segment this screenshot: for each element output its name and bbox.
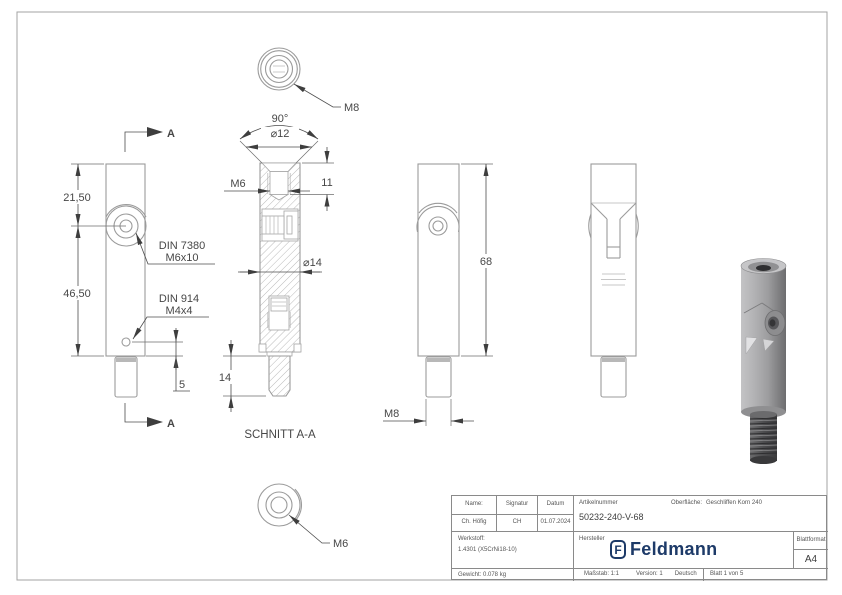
din-914-size: M4x4 (166, 305, 193, 317)
section-title: SCHNITT A-A (244, 429, 316, 441)
article-label: Artikelnummer (579, 500, 618, 506)
section-view-dimensions: 90° ⌀12 M6 11 ⌀14 14 SCHNITT A-A (212, 112, 341, 441)
article-cell: Artikelnummer 50232-240-V-68 Oberfläche:… (574, 496, 828, 532)
rear-view-dimensions: 68 M8 (383, 163, 498, 426)
scale-value: Maßstab: 1:1 (584, 571, 620, 578)
m6-leader (288, 514, 330, 544)
dim-11: 11 (321, 177, 332, 189)
date-label: Datum (538, 496, 574, 515)
dim-5: 5 (179, 379, 185, 391)
m8-leader (293, 83, 341, 108)
material-cell: Werkstoff: 1.4301 (X5CrNi18-10) (452, 532, 574, 569)
manufacturer-cell: Hersteller F Feldmann (574, 532, 794, 569)
feldmann-logo-text: Feldmann (630, 539, 718, 559)
section-label-top: A (167, 128, 175, 140)
joint-notch (762, 338, 775, 352)
title-block: Name: Signatur Datum Ch. Höfig CH 01.07.… (451, 495, 828, 581)
bottom-view: M6 (257, 483, 348, 550)
sheet-format-label: Blattformat (794, 532, 828, 550)
section-label-bottom: A (167, 418, 175, 430)
surface-value: Geschliffen Korn 240 (706, 500, 762, 506)
sheet-format-cell: Blattformat A4 (794, 532, 828, 569)
front-view (105, 163, 147, 398)
signature-label: Signatur (497, 496, 538, 515)
front-view-dimensions: 21,50 46,50 5 DIN 7380 M6x10 DIN 914 M4x… (56, 127, 215, 430)
dim-m6-thread: M6 (230, 178, 245, 190)
section-arrow-bottom (147, 417, 163, 427)
name-value: Ch. Höfig (452, 515, 497, 532)
dim-21-50: 21,50 (63, 192, 91, 204)
name-label: Name: (452, 496, 497, 515)
sheet-border (16, 11, 828, 581)
language-value: Deutsch (674, 571, 697, 578)
article-number: 50232-240-V-68 (579, 512, 644, 522)
render-3d (740, 258, 787, 464)
sheet-format-value: A4 (804, 553, 818, 565)
rear-view (416, 163, 460, 398)
din-7380-label: DIN 7380 (159, 240, 205, 252)
dim-dia12: ⌀12 (271, 128, 290, 140)
sheet-number-cell: Blatt 1 von 5 (704, 569, 828, 581)
material-value: 1.4301 (X5CrNi18-10) (458, 547, 517, 554)
joint-notch (745, 336, 758, 355)
signature-value: CH (497, 515, 538, 532)
feldmann-logo-mark: F (610, 540, 626, 560)
sheet-number: Blatt 1 von 5 (710, 571, 744, 578)
din-7380-size: M6x10 (165, 252, 198, 264)
section-arrow-top (147, 127, 163, 137)
dim-90deg: 90° (272, 113, 289, 125)
top-view: M8 (257, 47, 359, 114)
dim-14: 14 (219, 372, 231, 384)
date-value: 01.07.2024 (538, 515, 574, 532)
stud-thread-band (602, 358, 625, 362)
scale-row: Maßstab: 1:1 Version: 1 Deutsch (574, 569, 704, 581)
dim-46-50: 46,50 (63, 288, 91, 300)
m8-callout: M8 (344, 102, 359, 114)
din-914-label: DIN 914 (159, 293, 199, 305)
surface-label: Oberfläche: (671, 500, 703, 506)
version-value: Version: 1 (636, 571, 663, 578)
side-view (588, 163, 639, 398)
manufacturer-label: Hersteller (579, 536, 605, 542)
material-label: Werkstoff: (458, 536, 485, 542)
feldmann-logo: F Feldmann (610, 539, 717, 561)
section-view (258, 162, 302, 397)
stud-thread-band (116, 358, 136, 362)
dim-68: 68 (480, 256, 492, 268)
weight-cell: Gewicht: 0.078 kg (452, 569, 574, 581)
stud-thread-band (427, 358, 450, 362)
m6-callout: M6 (333, 538, 348, 550)
dim-dia14: ⌀14 (303, 257, 322, 269)
dim-m8-stud: M8 (384, 408, 399, 420)
